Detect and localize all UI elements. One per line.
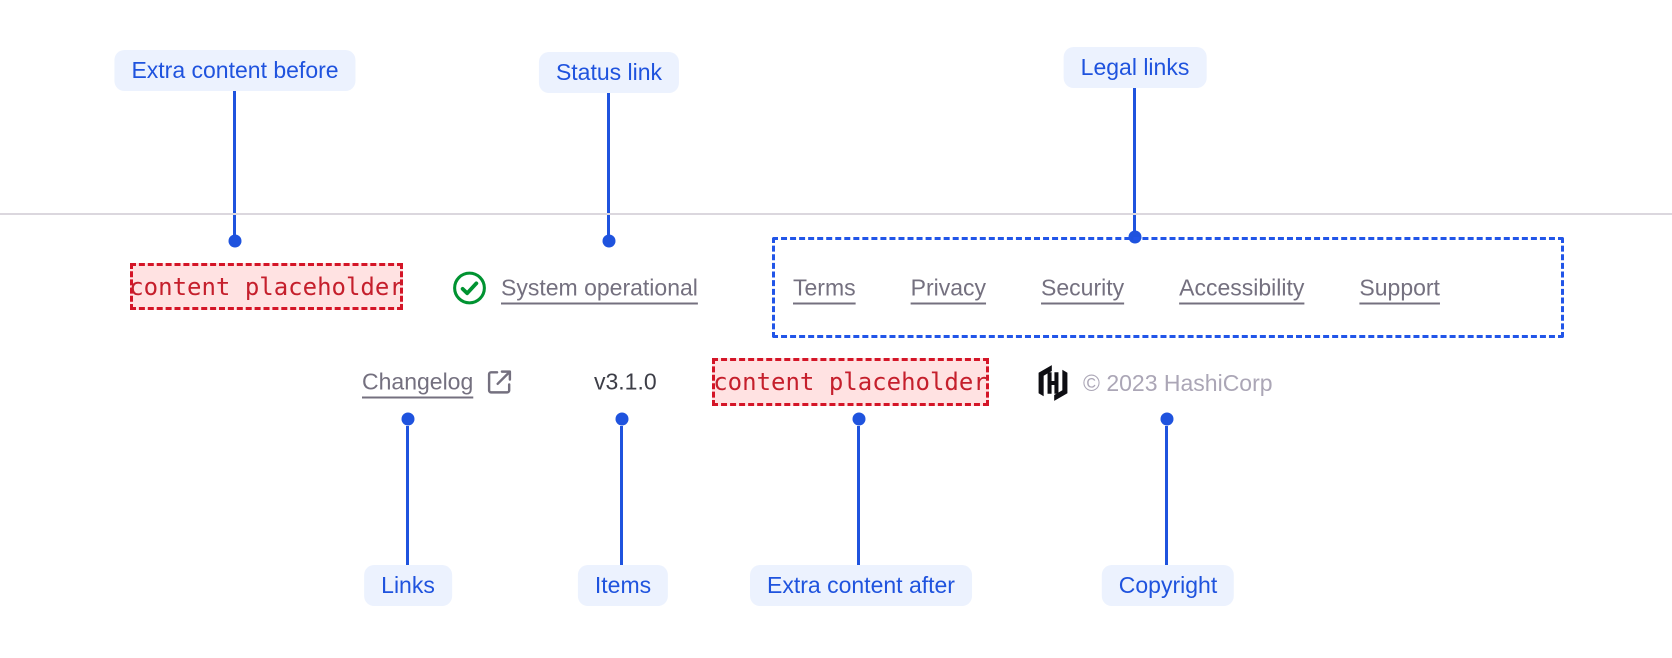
footer-top-divider <box>0 213 1672 215</box>
annotation-label: Items <box>594 572 652 598</box>
hashicorp-logo <box>1034 364 1072 402</box>
footer-items-list: v3.1.0 <box>594 369 657 396</box>
legal-links-highlight-box <box>772 237 1564 338</box>
legal-link-accessibility[interactable]: Accessibility <box>1179 274 1305 301</box>
connector-dot <box>852 412 866 426</box>
connector-dot <box>1160 412 1174 426</box>
annotation-label: Copyright <box>1118 572 1218 598</box>
legal-link-support[interactable]: Support <box>1359 274 1440 301</box>
copyright-text: © 2023 HashiCorp <box>1083 369 1273 396</box>
connector-dot <box>602 234 616 248</box>
annotation-items: Items <box>577 565 669 606</box>
legal-links-list: Terms Privacy Security Accessibility Sup… <box>793 275 1440 302</box>
annotation-label: Extra content before <box>131 57 339 83</box>
annotation-label: Links <box>381 572 435 598</box>
footer-links-list: Changelog <box>362 368 514 397</box>
legal-link-terms[interactable]: Terms <box>793 274 856 301</box>
extra-content-before-slot: content placeholder <box>129 263 404 310</box>
changelog-link[interactable]: Changelog <box>362 368 474 395</box>
connector-dot <box>228 234 242 248</box>
connector-line <box>607 93 610 241</box>
connector-line <box>1165 426 1168 565</box>
placeholder-text: content placeholder <box>129 272 404 301</box>
annotation-label: Status link <box>555 59 663 85</box>
annotation-copyright: Copyright <box>1101 565 1235 606</box>
connector-line <box>406 426 409 565</box>
status-link[interactable]: System operational <box>452 271 698 306</box>
connector-line <box>1133 88 1136 237</box>
annotation-status-link: Status link <box>538 52 680 93</box>
connector-line <box>620 426 623 565</box>
version-item: v3.1.0 <box>594 368 657 395</box>
annotation-links: Links <box>364 565 452 606</box>
check-circle-icon <box>452 271 487 306</box>
placeholder-text: content placeholder <box>713 368 988 396</box>
connector-dot <box>615 412 629 426</box>
legal-link-privacy[interactable]: Privacy <box>910 274 987 301</box>
legal-link-security[interactable]: Security <box>1041 274 1125 301</box>
status-link-label[interactable]: System operational <box>501 274 698 301</box>
connector-dot <box>401 412 415 426</box>
annotation-label: Legal links <box>1080 54 1190 80</box>
extra-content-after-slot: content placeholder <box>712 358 989 406</box>
annotation-label: Extra content after <box>767 572 955 598</box>
copyright-section: © 2023 HashiCorp <box>1034 364 1273 402</box>
annotation-extra-content-before: Extra content before <box>114 50 356 91</box>
annotation-extra-content-after: Extra content after <box>750 565 972 606</box>
annotation-legal-links: Legal links <box>1063 47 1207 88</box>
external-link-icon <box>485 368 514 397</box>
connector-line <box>857 426 860 565</box>
connector-line <box>233 91 236 241</box>
